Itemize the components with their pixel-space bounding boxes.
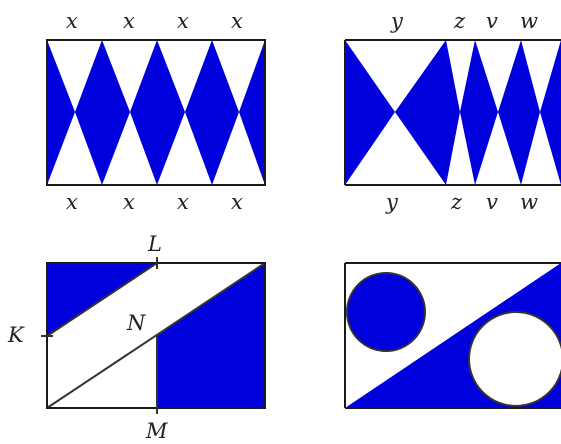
bottom-label-1: x: [66, 190, 78, 214]
panel-top-left-shapes: [47, 40, 265, 185]
diagonal-bottom-left-to-top-right: [46, 262, 266, 409]
top-label-1: x: [66, 9, 78, 33]
left-bowtie-triangle: [345, 40, 395, 185]
top-label-3: x: [177, 9, 189, 33]
diamond-1: [75, 40, 130, 185]
top-label-4: x: [231, 9, 243, 33]
right-region: [157, 263, 265, 408]
point-label-N: N: [126, 311, 146, 335]
bottom-label-2: x: [123, 190, 135, 214]
point-label-L: L: [147, 232, 162, 256]
diagonal-K-to-L-corner: [46, 262, 158, 337]
top-label-2: x: [123, 9, 135, 33]
diamond-3: [185, 40, 239, 185]
top-label-y: y: [390, 9, 404, 33]
bottom-label-v: v: [486, 190, 498, 214]
y-diamond: [395, 40, 460, 185]
top-label-z: z: [453, 9, 466, 33]
bottom-label-3: x: [177, 190, 189, 214]
bottom-label-y: y: [385, 190, 399, 214]
top-label-w: w: [520, 9, 538, 33]
point-label-M: M: [145, 419, 168, 443]
z-diamond: [460, 40, 498, 185]
top-label-v: v: [486, 9, 498, 33]
panel-bottom-right: [344, 262, 561, 409]
bottom-label-4: x: [231, 190, 243, 214]
diamond-2: [130, 40, 185, 185]
white-circle: [468, 311, 561, 407]
panel-top-left-frame: [46, 39, 266, 186]
right-edge-triangle: [239, 40, 265, 185]
panel-bottom-left: L K N M: [7, 232, 266, 443]
panel-top-right-shapes: [345, 40, 561, 185]
left-edge-triangle: [47, 40, 75, 185]
w-edge-triangle: [540, 40, 561, 185]
v-diamond: [498, 40, 540, 185]
bottom-label-w: w: [520, 190, 538, 214]
point-label-K: K: [7, 323, 25, 347]
filled-circle: [346, 272, 426, 352]
panel-top-right: y z v w y z v w: [344, 9, 561, 214]
panel-top-left: x x x x x x x x: [46, 9, 266, 214]
bottom-label-z: z: [450, 190, 463, 214]
